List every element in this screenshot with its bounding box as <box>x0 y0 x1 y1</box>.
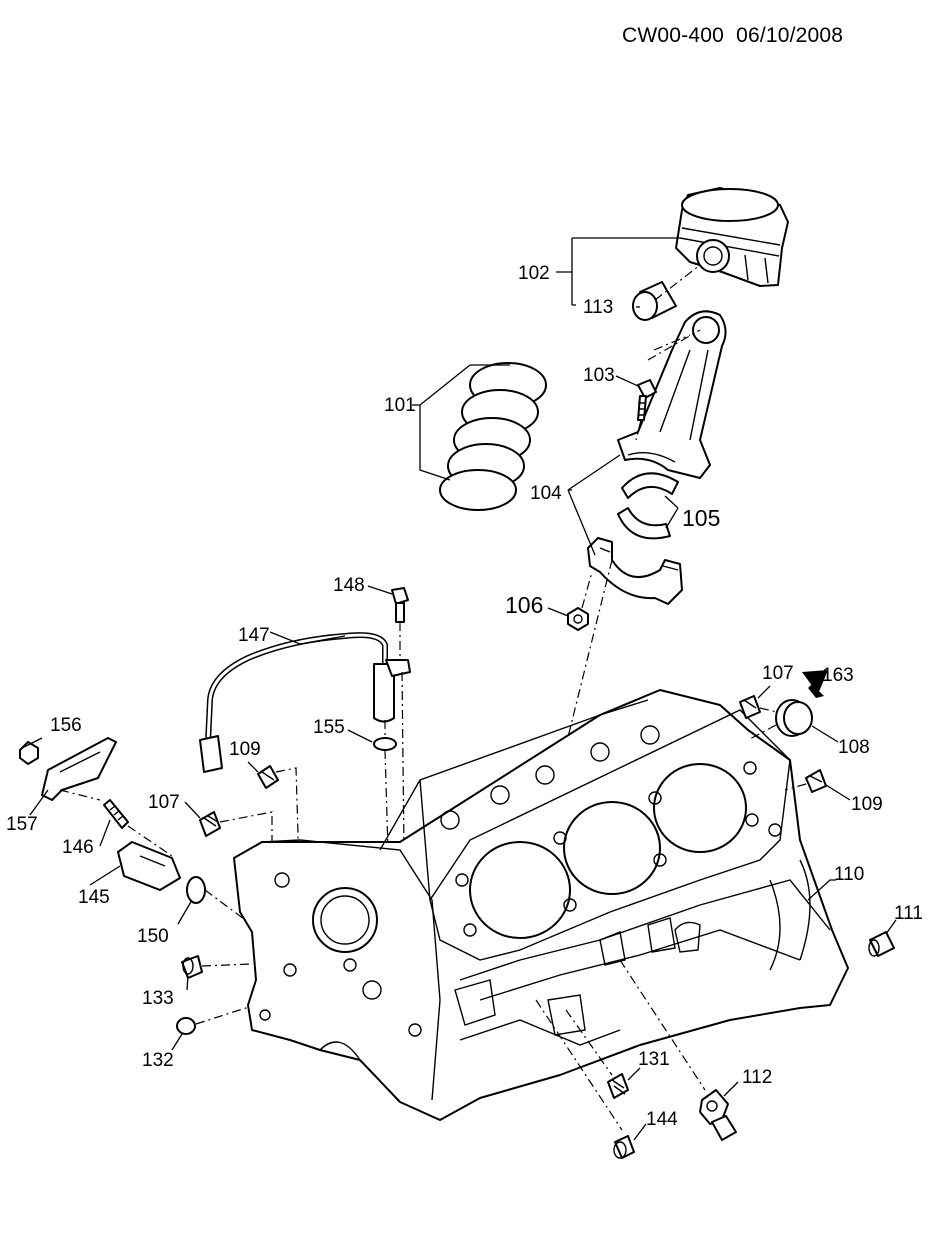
leader-lines <box>21 237 897 1141</box>
core-plug-108-part[interactable] <box>775 699 813 737</box>
connecting-rod-part[interactable] <box>617 310 727 479</box>
callout-133: 133 <box>142 988 174 1009</box>
callout-109-right: 109 <box>851 794 883 815</box>
drawing-date: 06/10/2008 <box>736 24 844 47</box>
piston-part[interactable] <box>675 187 789 287</box>
piston-rings-part[interactable] <box>439 362 547 511</box>
plug-109-left-part[interactable] <box>257 765 279 789</box>
rod-nut-part[interactable] <box>567 607 589 631</box>
sensor-bracket-nut-part[interactable] <box>19 741 39 765</box>
plug-133-part[interactable] <box>181 955 203 979</box>
plug-144-part[interactable] <box>613 1135 635 1159</box>
callout-102: 102 <box>518 263 550 284</box>
callout-105: 105 <box>682 505 720 531</box>
callout-107-right: 107 <box>762 663 794 684</box>
drawing-code: CW00-400 <box>622 24 724 47</box>
callout-131: 131 <box>638 1049 670 1070</box>
callout-103: 103 <box>583 365 615 386</box>
callout-144: 144 <box>646 1109 678 1130</box>
callout-148: 148 <box>333 575 365 596</box>
sensor-112-part[interactable] <box>699 1089 737 1141</box>
sensor-o-ring-part[interactable] <box>186 876 206 904</box>
callout-156: 156 <box>50 715 82 736</box>
callout-labels: 101 102 113 103 104 105 106 148 147 155 … <box>6 263 923 1130</box>
dowel-111-part[interactable] <box>868 931 895 957</box>
callout-157: 157 <box>6 814 38 835</box>
drawing-header: CW00-400 06/10/2008 <box>622 24 843 48</box>
plug-107-left-part[interactable] <box>199 811 221 837</box>
callout-163: 163 <box>822 665 854 686</box>
callout-113: 113 <box>583 297 613 318</box>
callout-109-left: 109 <box>229 739 261 760</box>
rod-bolt-part[interactable] <box>637 379 657 421</box>
callout-132: 132 <box>142 1050 174 1071</box>
callout-147: 147 <box>238 625 270 646</box>
oil-tube-part[interactable] <box>199 632 411 773</box>
callout-146: 146 <box>62 837 94 858</box>
oil-tube-bolt-part[interactable] <box>391 587 409 623</box>
callout-112: 112 <box>742 1067 772 1088</box>
plug-131-part[interactable] <box>607 1073 629 1099</box>
callout-104: 104 <box>530 483 562 504</box>
callout-107-left: 107 <box>148 792 180 813</box>
callout-106: 106 <box>505 592 543 618</box>
rod-cap-part[interactable] <box>587 537 683 605</box>
view-arrow-163 <box>802 670 828 698</box>
callout-150: 150 <box>137 926 169 947</box>
callout-145: 145 <box>78 887 110 908</box>
engine-block-part[interactable] <box>233 689 849 1121</box>
callout-110: 110 <box>834 864 864 885</box>
callout-101: 101 <box>384 395 416 416</box>
sensor-stud-part[interactable] <box>103 799 129 829</box>
callout-155: 155 <box>313 717 345 738</box>
rod-bearing-upper-part[interactable] <box>621 472 679 499</box>
sensor-bracket-part[interactable] <box>41 737 117 801</box>
plug-107-right-part[interactable] <box>739 695 761 719</box>
knock-sensor-part[interactable] <box>117 841 181 891</box>
plug-109-right-part[interactable] <box>805 769 827 793</box>
plug-132-part[interactable] <box>176 1017 196 1035</box>
piston-pin-part[interactable] <box>632 281 677 321</box>
callout-108: 108 <box>838 737 870 758</box>
callout-111: 111 <box>894 903 923 924</box>
oil-tube-o-ring-part[interactable] <box>373 737 397 751</box>
rod-bearing-lower-part[interactable] <box>617 507 671 540</box>
